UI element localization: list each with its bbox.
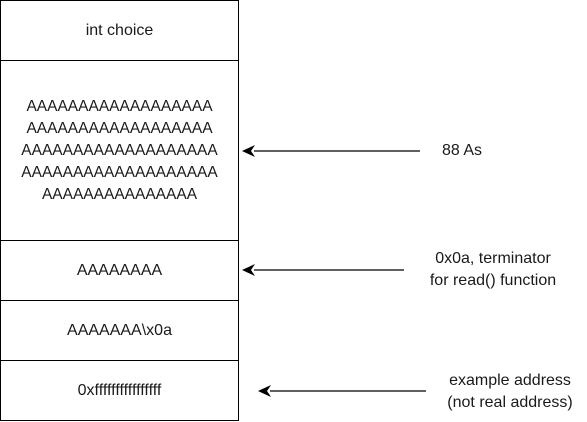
- note-88-as: 88 As: [442, 140, 482, 162]
- note-line: for read() function: [429, 272, 557, 289]
- fill-line: AAAAAAAAAAAAAAAAAA: [26, 97, 213, 115]
- arrow-terminator: [242, 264, 404, 276]
- fill-line: AAAAAAAAAAAAAAA: [41, 185, 198, 203]
- stack-cell-address: 0xffffffffffffffff: [0, 360, 239, 421]
- note-label: 88 As: [442, 142, 483, 159]
- note-line: 0x0a, terminator: [435, 250, 551, 267]
- cell-label: AAAAAAAA: [76, 261, 163, 279]
- cell-label: AAAAAAA\x0a: [67, 321, 172, 339]
- stack-diagram: int choice AAAAAAAAAAAAAAAAAA AAAAAAAAAA…: [0, 0, 241, 421]
- note-line: example address: [449, 372, 571, 389]
- note-address: example address (not real address): [434, 370, 586, 414]
- fill-line: AAAAAAAAAAAAAAAAAA: [26, 119, 213, 137]
- fill-lines: AAAAAAAAAAAAAAAAAA AAAAAAAAAAAAAAAAAA AA…: [21, 96, 217, 206]
- cell-label: int choice: [85, 21, 154, 39]
- arrow-address: [258, 385, 426, 397]
- stack-cell-88-as: AAAAAAAAAAAAAAAAAA AAAAAAAAAAAAAAAAAA AA…: [0, 60, 239, 241]
- note-terminator: 0x0a, terminator for read() function: [414, 248, 572, 292]
- cell-label: 0xffffffffffffffff: [77, 381, 162, 399]
- note-line: (not real address): [447, 394, 573, 411]
- fill-line: AAAAAAAAAAAAAAAAAAA: [21, 163, 218, 181]
- arrow-88-as: [242, 145, 420, 157]
- fill-line: AAAAAAAAAAAAAAAAAAA: [21, 141, 218, 159]
